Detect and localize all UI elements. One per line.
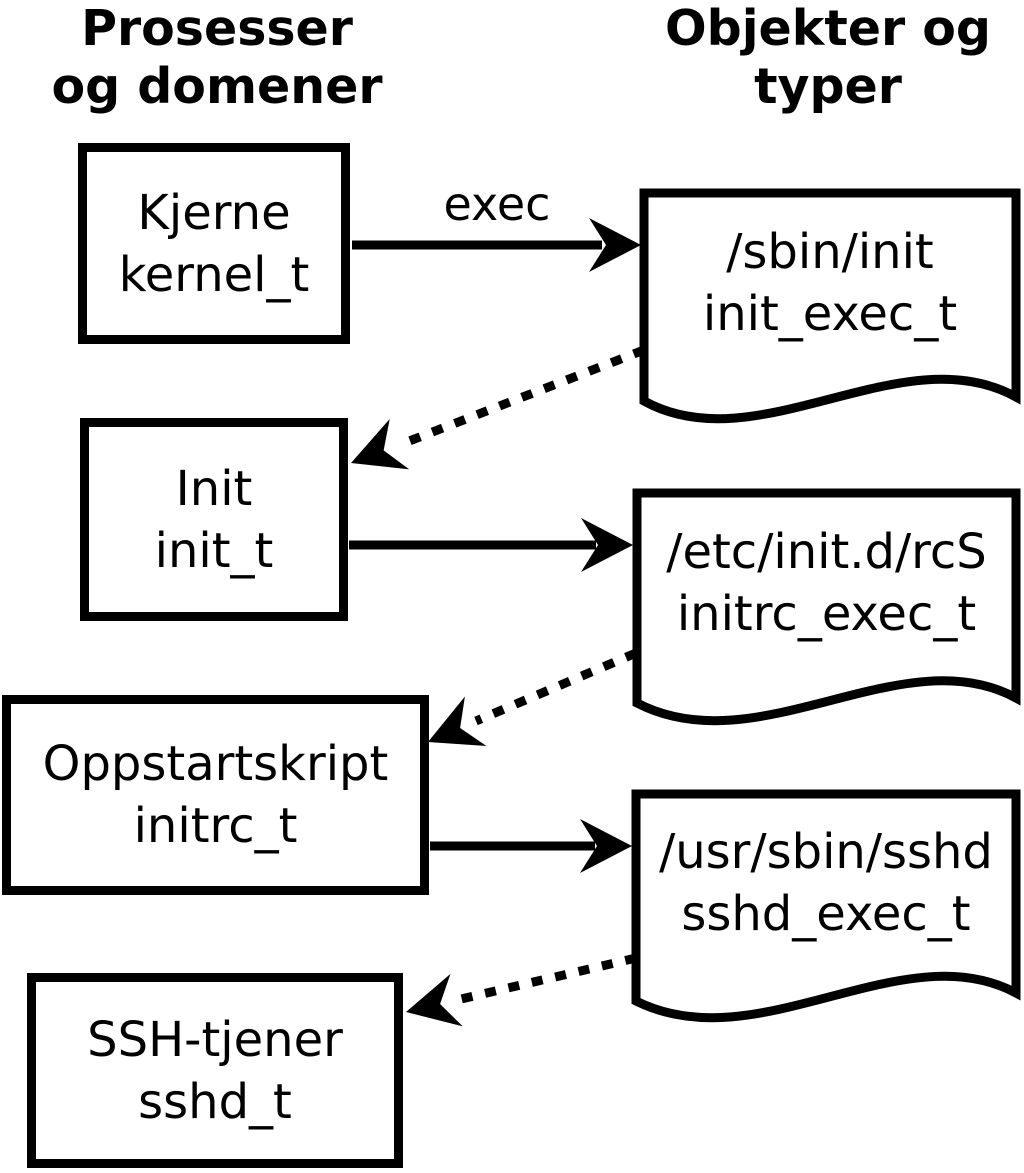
process-domain: sshd_t [138,1073,292,1130]
column-header-processes: Prosesser og domener [22,0,412,116]
object-type: init_exec_t [702,286,958,342]
column-header-objects-line2: typer [754,58,902,115]
exec-arrow-initrc-to-sshd-exec [430,819,632,873]
column-header-processes-line2: og domener [51,58,383,115]
process-box-init: Init init_t [80,418,348,621]
process-domain: initrc_t [133,798,298,854]
column-header-objects: Objekter og typer [632,0,1024,116]
process-box-initrc: Oppstartskript initrc_t [2,695,429,895]
object-type: sshd_exec_t [681,886,971,942]
column-header-processes-line1: Prosesser [81,0,353,57]
object-type: initrc_exec_t [676,586,977,642]
exec-arrow-kernel-to-init-exec [352,218,641,272]
transition-arrow-initrc-exec-to-initrc [428,648,638,747]
process-box-sshd: SSH-tjener sshd_t [27,973,403,1168]
process-name: Oppstartskript [42,736,389,792]
process-name: SSH-tjener [87,1011,343,1068]
exec-arrow-label: exec [443,177,551,231]
object-path: /etc/init.d/rcS [666,524,987,580]
object-label-etc-initd-rcs: /etc/init.d/rcS initrc_exec_t [637,521,1016,645]
exec-arrow-init-to-initrc-exec [349,518,633,572]
process-name: Kjerne [137,184,291,241]
process-domain: init_t [154,522,274,579]
document-shape-sbin-init [639,188,1021,424]
column-header-objects-line1: Objekter og [665,0,991,57]
document-shape-usr-sbin-sshd [631,789,1021,1023]
object-label-usr-sbin-sshd: /usr/sbin/sshd sshd_exec_t [636,821,1016,945]
process-domain: kernel_t [118,246,310,303]
document-shape-etc-initd-rcs [632,488,1021,726]
process-name: Init [175,460,253,517]
transition-arrow-init-exec-to-init [351,345,646,470]
transition-arrow-sshd-exec-to-sshd [406,953,638,1027]
process-box-kernel: Kjerne kernel_t [78,143,350,344]
object-path: /usr/sbin/sshd [659,824,993,880]
object-label-sbin-init: /sbin/init init_exec_t [644,221,1016,345]
object-path: /sbin/init [726,224,934,280]
